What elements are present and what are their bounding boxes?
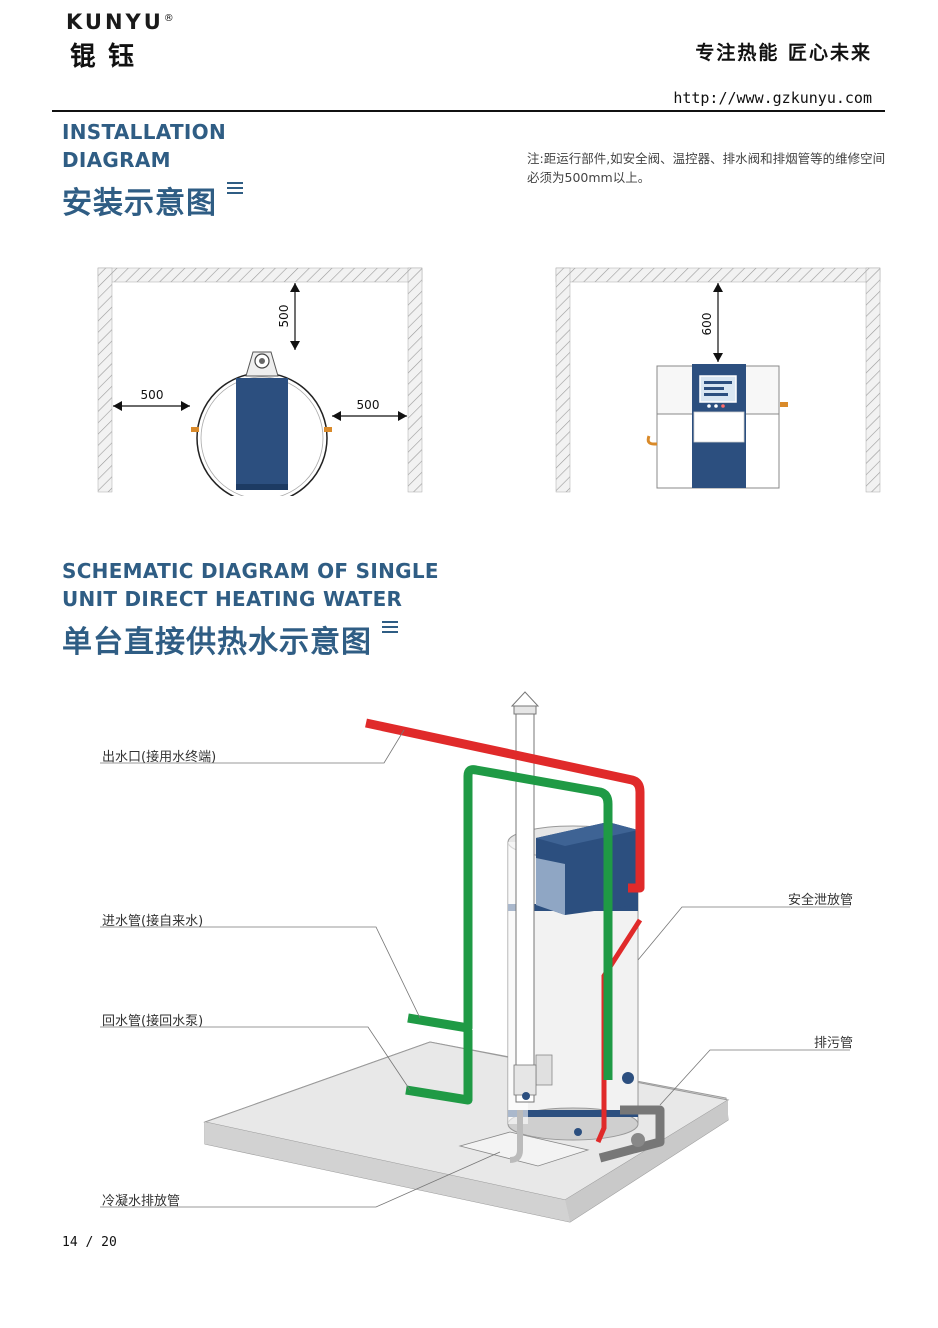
brand-logo-cn: 锟钰 — [70, 42, 147, 72]
label-return: 回水管(接回水泵) — [102, 1013, 203, 1029]
label-outlet: 出水口(接用水终端) — [102, 749, 216, 765]
slogan: 专注热能 匠心未来 — [695, 42, 872, 64]
installation-diagram-top-view: 500 500 500 — [97, 267, 423, 496]
header-divider — [52, 110, 885, 112]
installation-diagram-front-view: 600 — [555, 267, 881, 493]
dim-left-label: 500 — [141, 388, 164, 402]
dim-top-label-front: 600 — [700, 313, 714, 336]
label-safety-relief: 安全泄放管 — [788, 892, 853, 908]
label-condensate: 冷凝水排放管 — [102, 1193, 180, 1209]
dim-right-label: 500 — [357, 398, 380, 412]
maintenance-note: 注:距运行部件,如安全阀、温控器、排水阀和排烟管等的维修空间必须为500mm以上… — [527, 151, 886, 185]
section-title-en-1: INSTALLATION — [62, 120, 226, 144]
schematic-diagram: 出水口(接用水终端) 进水管(接自来水) 回水管(接回水泵) 冷凝水排放管 安全… — [100, 691, 853, 1223]
dim-top-label: 500 — [277, 305, 291, 328]
label-inlet: 进水管(接自来水) — [102, 913, 203, 929]
label-drain: 排污管 — [814, 1036, 853, 1051]
page-number: 14 / 20 — [62, 1235, 117, 1250]
section2-title-en-2: UNIT DIRECT HEATING WATER — [62, 587, 403, 611]
section2-title-cn: 单台直接供热水示意图 — [62, 625, 372, 660]
section-installation-title: INSTALLATION DIAGRAM 安装示意图 — [62, 118, 243, 222]
brand-logo-en: KUNYU® — [66, 10, 174, 34]
website-url: http://www.gzkunyu.com — [673, 89, 872, 107]
menu-lines-icon — [227, 182, 243, 194]
section-title-cn: 安装示意图 — [62, 186, 217, 221]
section2-title-en-1: SCHEMATIC DIAGRAM OF SINGLE — [62, 559, 439, 583]
section-schematic-title: SCHEMATIC DIAGRAM OF SINGLE UNIT DIRECT … — [62, 557, 439, 661]
section-title-en-2: DIAGRAM — [62, 148, 171, 172]
menu-lines-icon — [382, 621, 398, 633]
